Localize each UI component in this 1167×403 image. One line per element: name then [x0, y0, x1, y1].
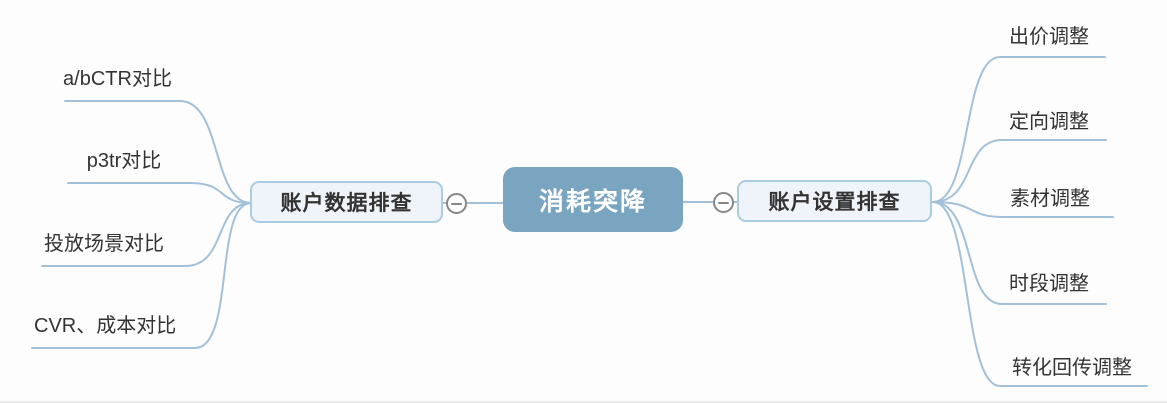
- branch-topic-right[interactable]: 账户设置排查: [737, 180, 932, 222]
- edge-left-leaf-4: [31, 202, 252, 349]
- edge-right-leaf-2: [932, 139, 1107, 203]
- leaf-topic-right-4[interactable]: 时段调整: [1009, 273, 1089, 295]
- leaf-topic-left-2[interactable]: p3tr对比: [86, 150, 162, 172]
- edge-right-leaf-4: [932, 201, 1107, 305]
- minus-bar: [451, 202, 462, 205]
- collapse-minus-icon-left[interactable]: [446, 193, 467, 214]
- edge-right-leaf-1: [932, 56, 1106, 203]
- edge-left-leaf-1: [64, 100, 252, 204]
- root-topic[interactable]: 消耗突降: [503, 167, 683, 232]
- leaf-topic-right-2[interactable]: 定向调整: [1009, 111, 1089, 133]
- edge-right-leaf-3: [932, 201, 1114, 218]
- leaf-topic-left-1[interactable]: a/bCTR对比: [63, 68, 172, 90]
- leaf-topic-right-1[interactable]: 出价调整: [1009, 26, 1089, 48]
- edge-right-leaf-5: [932, 201, 1148, 387]
- leaf-topic-left-3[interactable]: 投放场景对比: [44, 233, 164, 255]
- edge-left-leaf-2: [67, 182, 252, 204]
- leaf-topic-left-4[interactable]: CVR、成本对比: [34, 315, 177, 337]
- edge-left-leaf-3: [41, 202, 252, 267]
- minus-bar: [718, 201, 729, 204]
- branch-topic-left[interactable]: 账户数据排查: [250, 181, 443, 223]
- leaf-topic-right-5[interactable]: 转化回传调整: [1012, 357, 1132, 379]
- collapse-minus-icon-right[interactable]: [713, 192, 734, 213]
- leaf-topic-right-3[interactable]: 素材调整: [1010, 188, 1090, 210]
